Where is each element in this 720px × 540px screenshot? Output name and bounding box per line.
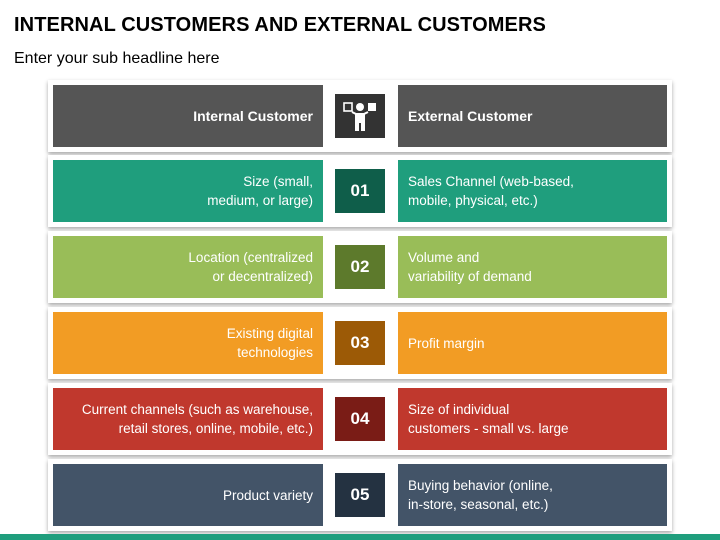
bottom-accent-bar <box>0 534 720 540</box>
page-title: INTERNAL CUSTOMERS AND EXTERNAL CUSTOMER… <box>14 14 546 36</box>
external-item-4: Size of individual customers - small vs.… <box>398 388 667 450</box>
internal-item-1: Size (small, medium, or large) <box>53 160 323 222</box>
internal-item-3: Existing digital technologies <box>53 312 323 374</box>
internal-item-2: Location (centralized or decentralized) <box>53 236 323 298</box>
number-badge-2: 02 <box>330 240 390 294</box>
number-badge-5: 05 <box>330 468 390 522</box>
header-badge <box>330 89 390 143</box>
number-badge-1: 01 <box>330 164 390 218</box>
external-customer-heading: External Customer <box>398 85 667 147</box>
comparison-row-5: Product variety 05 Buying behavior (onli… <box>48 459 672 531</box>
number-label-3: 03 <box>335 321 385 365</box>
external-item-3: Profit margin <box>398 312 667 374</box>
internal-item-5: Product variety <box>53 464 323 526</box>
number-label-5: 05 <box>335 473 385 517</box>
header-icon-box <box>335 94 385 138</box>
page-subtitle: Enter your sub headline here <box>14 50 220 67</box>
comparison-row-3: Existing digital technologies 03 Profit … <box>48 307 672 379</box>
external-item-2: Volume and variability of demand <box>398 236 667 298</box>
comparison-row-1: Size (small, medium, or large) 01 Sales … <box>48 155 672 227</box>
number-label-1: 01 <box>335 169 385 213</box>
external-item-5: Buying behavior (online, in-store, seaso… <box>398 464 667 526</box>
number-label-4: 04 <box>335 397 385 441</box>
comparison-row-2: Location (centralized or decentralized) … <box>48 231 672 303</box>
internal-customer-heading: Internal Customer <box>53 85 323 147</box>
comparison-row-4: Current channels (such as warehouse, ret… <box>48 383 672 455</box>
internal-item-4: Current channels (such as warehouse, ret… <box>53 388 323 450</box>
header-row: Internal Customer External Customer <box>48 80 672 152</box>
number-label-2: 02 <box>335 245 385 289</box>
person-with-options-icon <box>343 102 376 131</box>
number-badge-3: 03 <box>330 316 390 370</box>
external-item-1: Sales Channel (web-based, mobile, physic… <box>398 160 667 222</box>
number-badge-4: 04 <box>330 392 390 446</box>
